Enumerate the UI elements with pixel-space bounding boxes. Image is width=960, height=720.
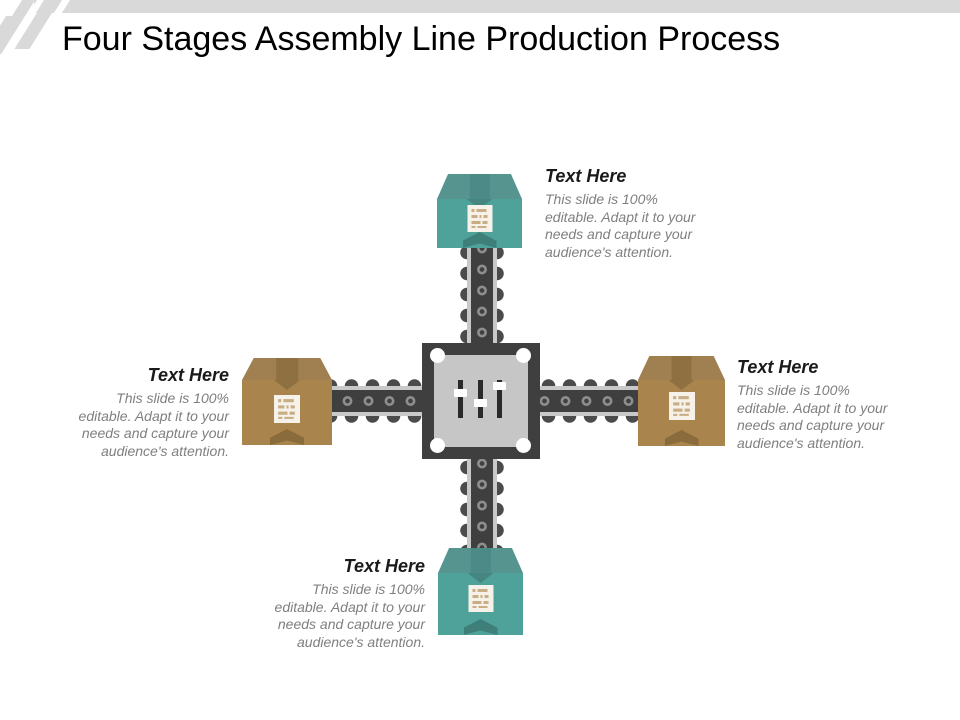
screw-icon xyxy=(430,438,445,453)
box-front xyxy=(638,380,725,446)
tape-chevron xyxy=(274,380,300,390)
conveyor-belt-bottom xyxy=(460,453,504,557)
belt-rail xyxy=(493,453,497,557)
package-box-bottom[interactable] xyxy=(438,548,523,635)
stage-heading: Text Here xyxy=(545,166,627,186)
conveyor-belt-top xyxy=(460,238,504,350)
box-tape xyxy=(671,356,692,380)
top-accent-bar xyxy=(34,0,960,13)
tape-chevron xyxy=(270,429,304,445)
tape-chevron xyxy=(466,199,493,209)
belt-rail xyxy=(467,238,471,350)
shipping-label-icon xyxy=(467,205,492,232)
screw-icon xyxy=(516,348,531,363)
belt-rail xyxy=(467,453,471,557)
screw-icon xyxy=(430,348,445,363)
belt-rollers xyxy=(471,453,493,557)
box-front xyxy=(437,199,522,248)
slider-handle-icon xyxy=(474,399,487,407)
stage-heading: Text Here xyxy=(147,365,229,385)
conveyor-belt-left xyxy=(316,379,428,423)
tape-chevron xyxy=(462,232,497,248)
stage-description: This slide is 100% editable. Adapt it to… xyxy=(274,581,425,650)
package-box-top[interactable] xyxy=(437,174,522,248)
slider-track-icon xyxy=(474,380,487,418)
belt-rail xyxy=(534,412,650,416)
stage-text-top[interactable]: Text Here This slide is 100% editable. A… xyxy=(545,166,715,261)
screw-icon xyxy=(516,438,531,453)
belt-rollers xyxy=(534,390,650,412)
stage-text-left[interactable]: Text Here This slide is 100% editable. A… xyxy=(59,365,229,460)
slider-track-icon xyxy=(493,380,506,418)
box-tape xyxy=(469,174,490,199)
belt-rollers xyxy=(471,238,493,350)
stage-heading: Text Here xyxy=(737,357,819,377)
slide-title[interactable]: Four Stages Assembly Line Production Pro… xyxy=(62,20,781,58)
package-box-right[interactable] xyxy=(638,356,725,446)
stage-heading: Text Here xyxy=(343,556,425,576)
box-front xyxy=(438,573,523,635)
tape-chevron xyxy=(463,619,498,635)
shipping-label-icon xyxy=(274,395,300,423)
conveyor-belt-right xyxy=(534,379,650,423)
package-box-left[interactable] xyxy=(242,358,332,445)
slider-track-icon xyxy=(454,380,467,418)
belt-rail xyxy=(316,386,428,390)
tape-chevron xyxy=(467,573,494,583)
stage-description: This slide is 100% editable. Adapt it to… xyxy=(545,191,696,260)
belt-rollers xyxy=(316,390,428,412)
box-tape xyxy=(470,548,491,573)
slider-handle-icon xyxy=(454,389,467,397)
box-lid xyxy=(638,356,725,380)
belt-rail xyxy=(534,386,650,390)
stage-text-right[interactable]: Text Here This slide is 100% editable. A… xyxy=(737,357,907,452)
stage-description: This slide is 100% editable. Adapt it to… xyxy=(78,390,229,459)
box-lid xyxy=(438,548,523,573)
box-lid xyxy=(437,174,522,199)
tape-chevron xyxy=(664,430,699,446)
box-front xyxy=(242,380,332,445)
belt-rail xyxy=(316,412,428,416)
machine-hub[interactable] xyxy=(422,343,540,459)
belt-rail xyxy=(493,238,497,350)
box-tape xyxy=(276,358,298,380)
stage-description: This slide is 100% editable. Adapt it to… xyxy=(737,382,888,451)
tape-chevron xyxy=(668,380,695,390)
shipping-label-icon xyxy=(668,392,695,420)
slider-handle-icon xyxy=(493,382,506,390)
stage-text-bottom[interactable]: Text Here This slide is 100% editable. A… xyxy=(255,556,425,651)
shipping-label-icon xyxy=(468,585,493,612)
box-lid xyxy=(242,358,332,380)
